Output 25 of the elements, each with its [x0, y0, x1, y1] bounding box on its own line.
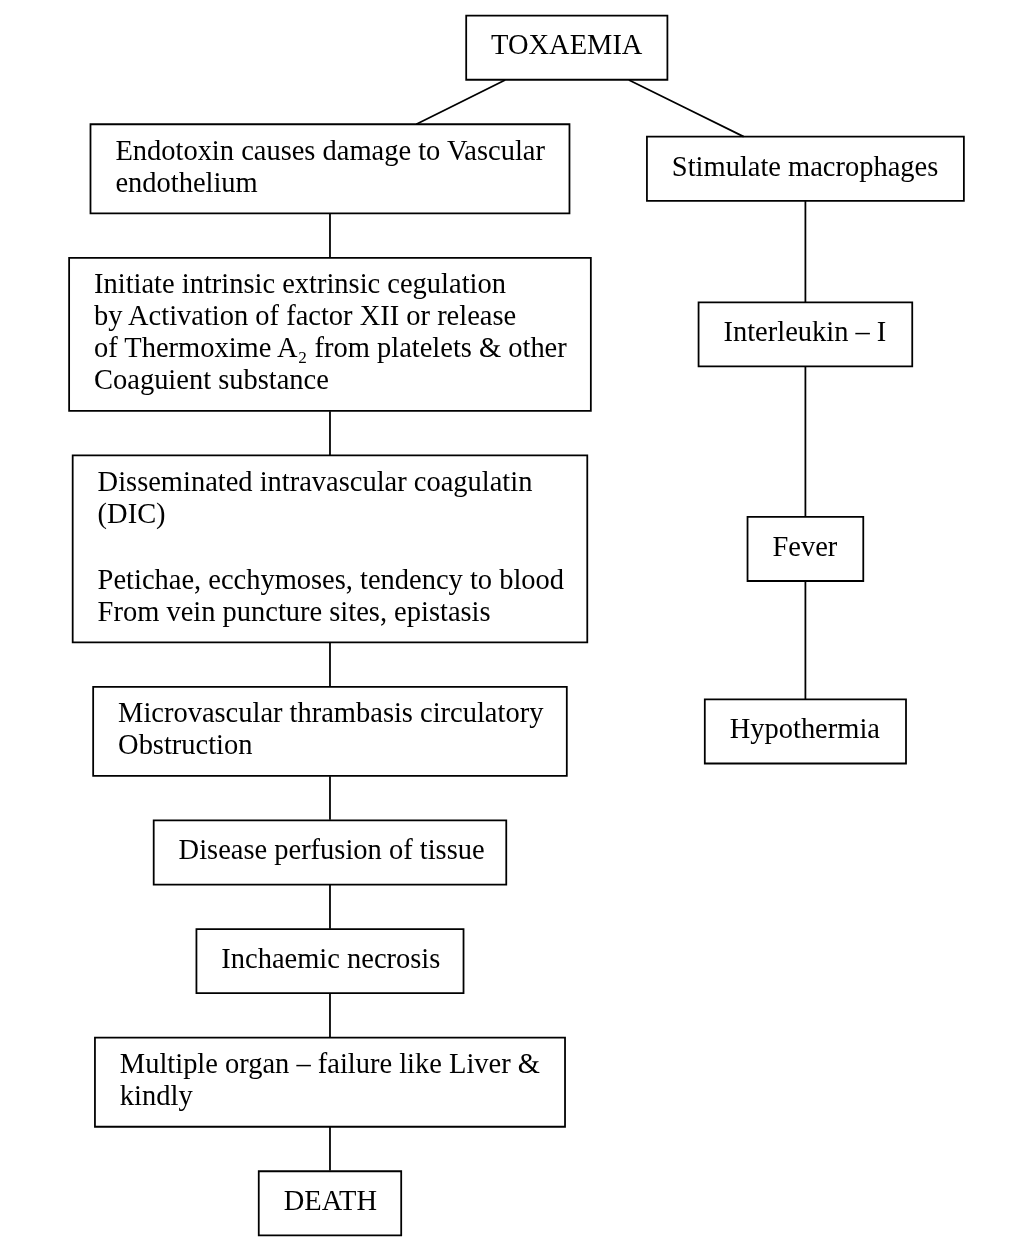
node-box: Disease perfusion of tissue — [152, 819, 507, 886]
node-box: Hypothermia — [703, 698, 907, 765]
connector — [328, 213, 331, 259]
node-box: Disseminated intravascular coagulatin (DIC) Petichae, ecchymoses, tendency to blood From vein puncture sites, epistasis — [71, 454, 588, 644]
connector — [804, 200, 806, 304]
node-box: Endotoxin causes damage to Vascular endothelium — [89, 123, 570, 215]
connector — [804, 580, 806, 701]
connector — [627, 79, 745, 138]
node-box: Interleukin – I — [697, 301, 913, 368]
connector — [328, 775, 331, 821]
node-box: Stimulate macrophages — [645, 135, 965, 202]
connector — [414, 79, 506, 126]
connector — [328, 1126, 331, 1172]
node-box: TOXAEMIA — [464, 14, 668, 81]
connector — [328, 410, 331, 456]
node-box: Multiple organ – failure like Liver & kindly — [93, 1036, 566, 1128]
node-box: Microvascular thrambasis circulatory Obstruction — [91, 686, 568, 777]
connector — [328, 883, 331, 930]
node-box: Initiate intrinsic extrinsic cegulation by Activation of factor XII or release of Thermoxime A₂ from platelets & other Coaguient substance — [67, 256, 592, 412]
connector — [328, 992, 331, 1039]
connector — [328, 641, 331, 688]
connector — [804, 365, 806, 518]
node-box: Fever — [746, 516, 864, 582]
node-box: Inchaemic necrosis — [195, 928, 464, 995]
node-box: DEATH — [257, 1170, 402, 1237]
